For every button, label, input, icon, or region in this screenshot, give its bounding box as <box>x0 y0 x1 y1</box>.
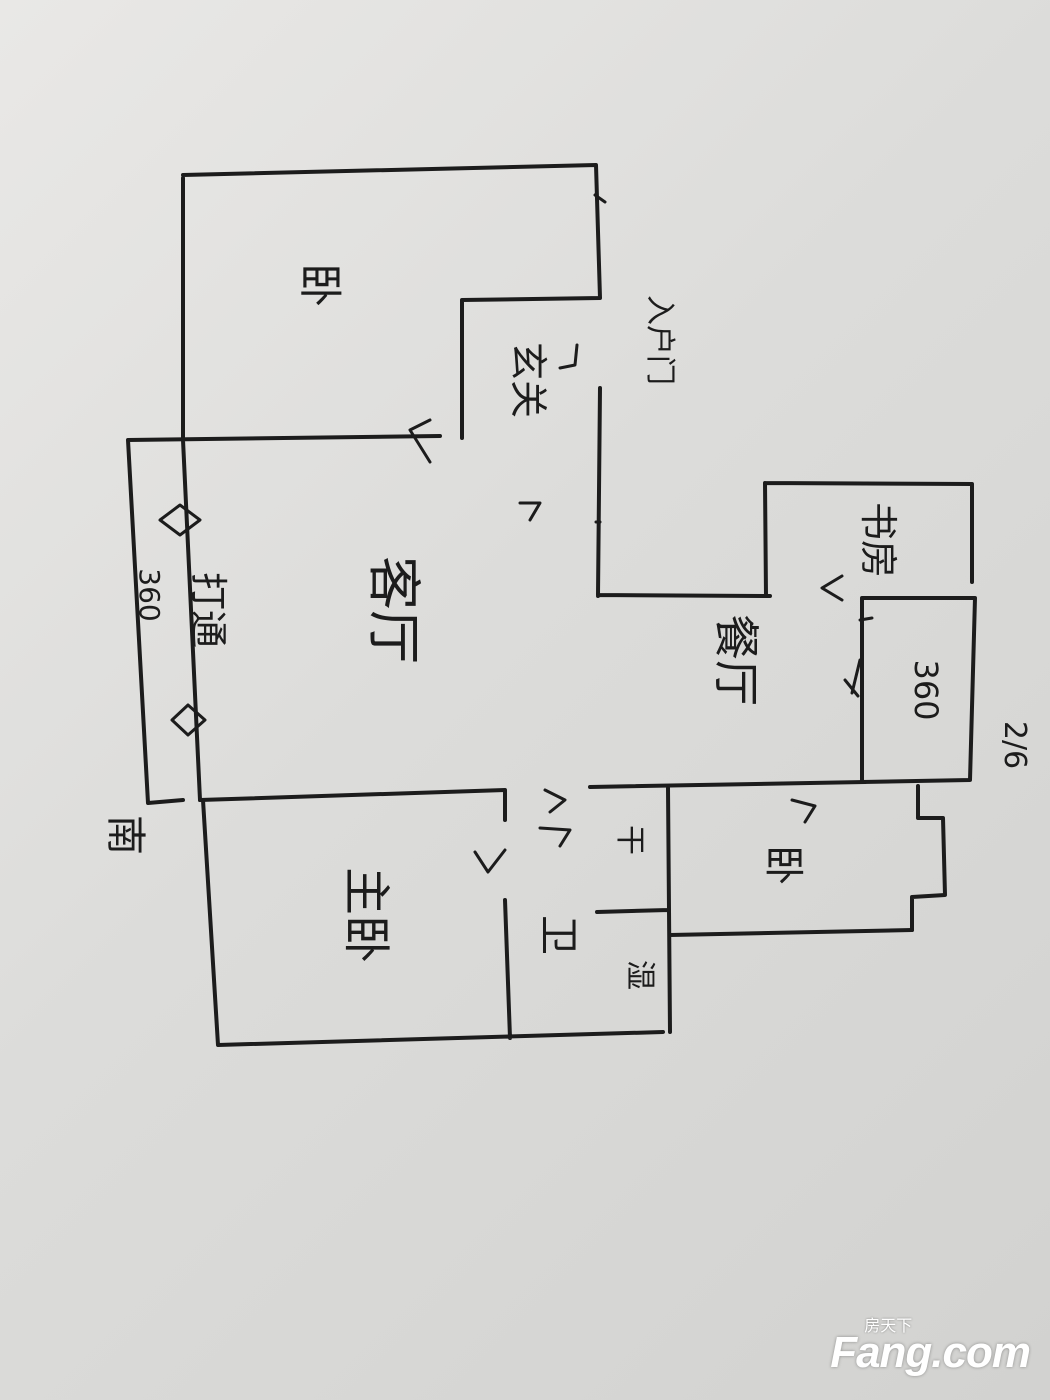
wall-living-south <box>198 780 867 822</box>
arrow-open-wall-bottom <box>170 703 207 737</box>
circulation-arrows <box>158 343 862 874</box>
arrow-hall-right <box>538 788 572 848</box>
walls <box>126 163 977 1047</box>
label-wash-room: 湿 <box>622 960 657 990</box>
wall-bedroom-top <box>181 163 602 442</box>
site-watermark: 房天下 Fang.com <box>830 1316 1031 1378</box>
wall-master-bedroom <box>201 798 665 1047</box>
arrow-living-right <box>518 501 542 522</box>
label-living: 客厅 <box>362 556 425 664</box>
note-entry: 入户门 <box>642 295 677 385</box>
wall-ticks <box>593 193 874 622</box>
wall-bath <box>595 786 914 1034</box>
label-bedroom-top: 卧 <box>294 263 345 307</box>
label-bath: 卫 <box>535 915 581 955</box>
note-south: 南 <box>102 815 148 855</box>
note-wall-right: 360 <box>907 659 945 720</box>
note-ratio: 2/6 <box>997 721 1032 769</box>
annotations: 入户门 打通 360 360 南 2/6 <box>102 295 1032 855</box>
note-open-wall: 打通 <box>186 572 230 648</box>
watermark-cn-text: 房天下 <box>864 1316 913 1335</box>
arrow-dining-left <box>820 574 844 602</box>
arrow-study-down <box>843 658 862 698</box>
label-foyer: 玄关 <box>506 342 550 418</box>
wall-foyer <box>596 386 772 598</box>
arrow-bedroom-right <box>790 798 817 824</box>
wall-bedroom-right <box>910 784 947 932</box>
watermark-brand-logo: Fang.com <box>830 1328 1031 1377</box>
arrow-left-bedroom <box>408 418 432 464</box>
label-master: 主卧 <box>338 867 394 963</box>
label-dry-area: 干 <box>612 825 647 855</box>
label-bedroom-right: 卧 <box>760 845 806 885</box>
arrow-master-down <box>473 848 507 874</box>
wall-study <box>763 481 977 784</box>
arrow-open-wall-top <box>158 503 202 537</box>
note-wall-left: 360 <box>133 568 166 621</box>
room-labels: 卧 玄关 客厅 餐厅 书房 卧 主卧 卫 干 湿 <box>294 263 900 990</box>
label-study: 书房 <box>856 502 900 578</box>
label-dining: 餐厅 <box>709 614 763 706</box>
arrow-entry-down <box>558 343 579 370</box>
wall-living-balcony <box>126 434 442 805</box>
